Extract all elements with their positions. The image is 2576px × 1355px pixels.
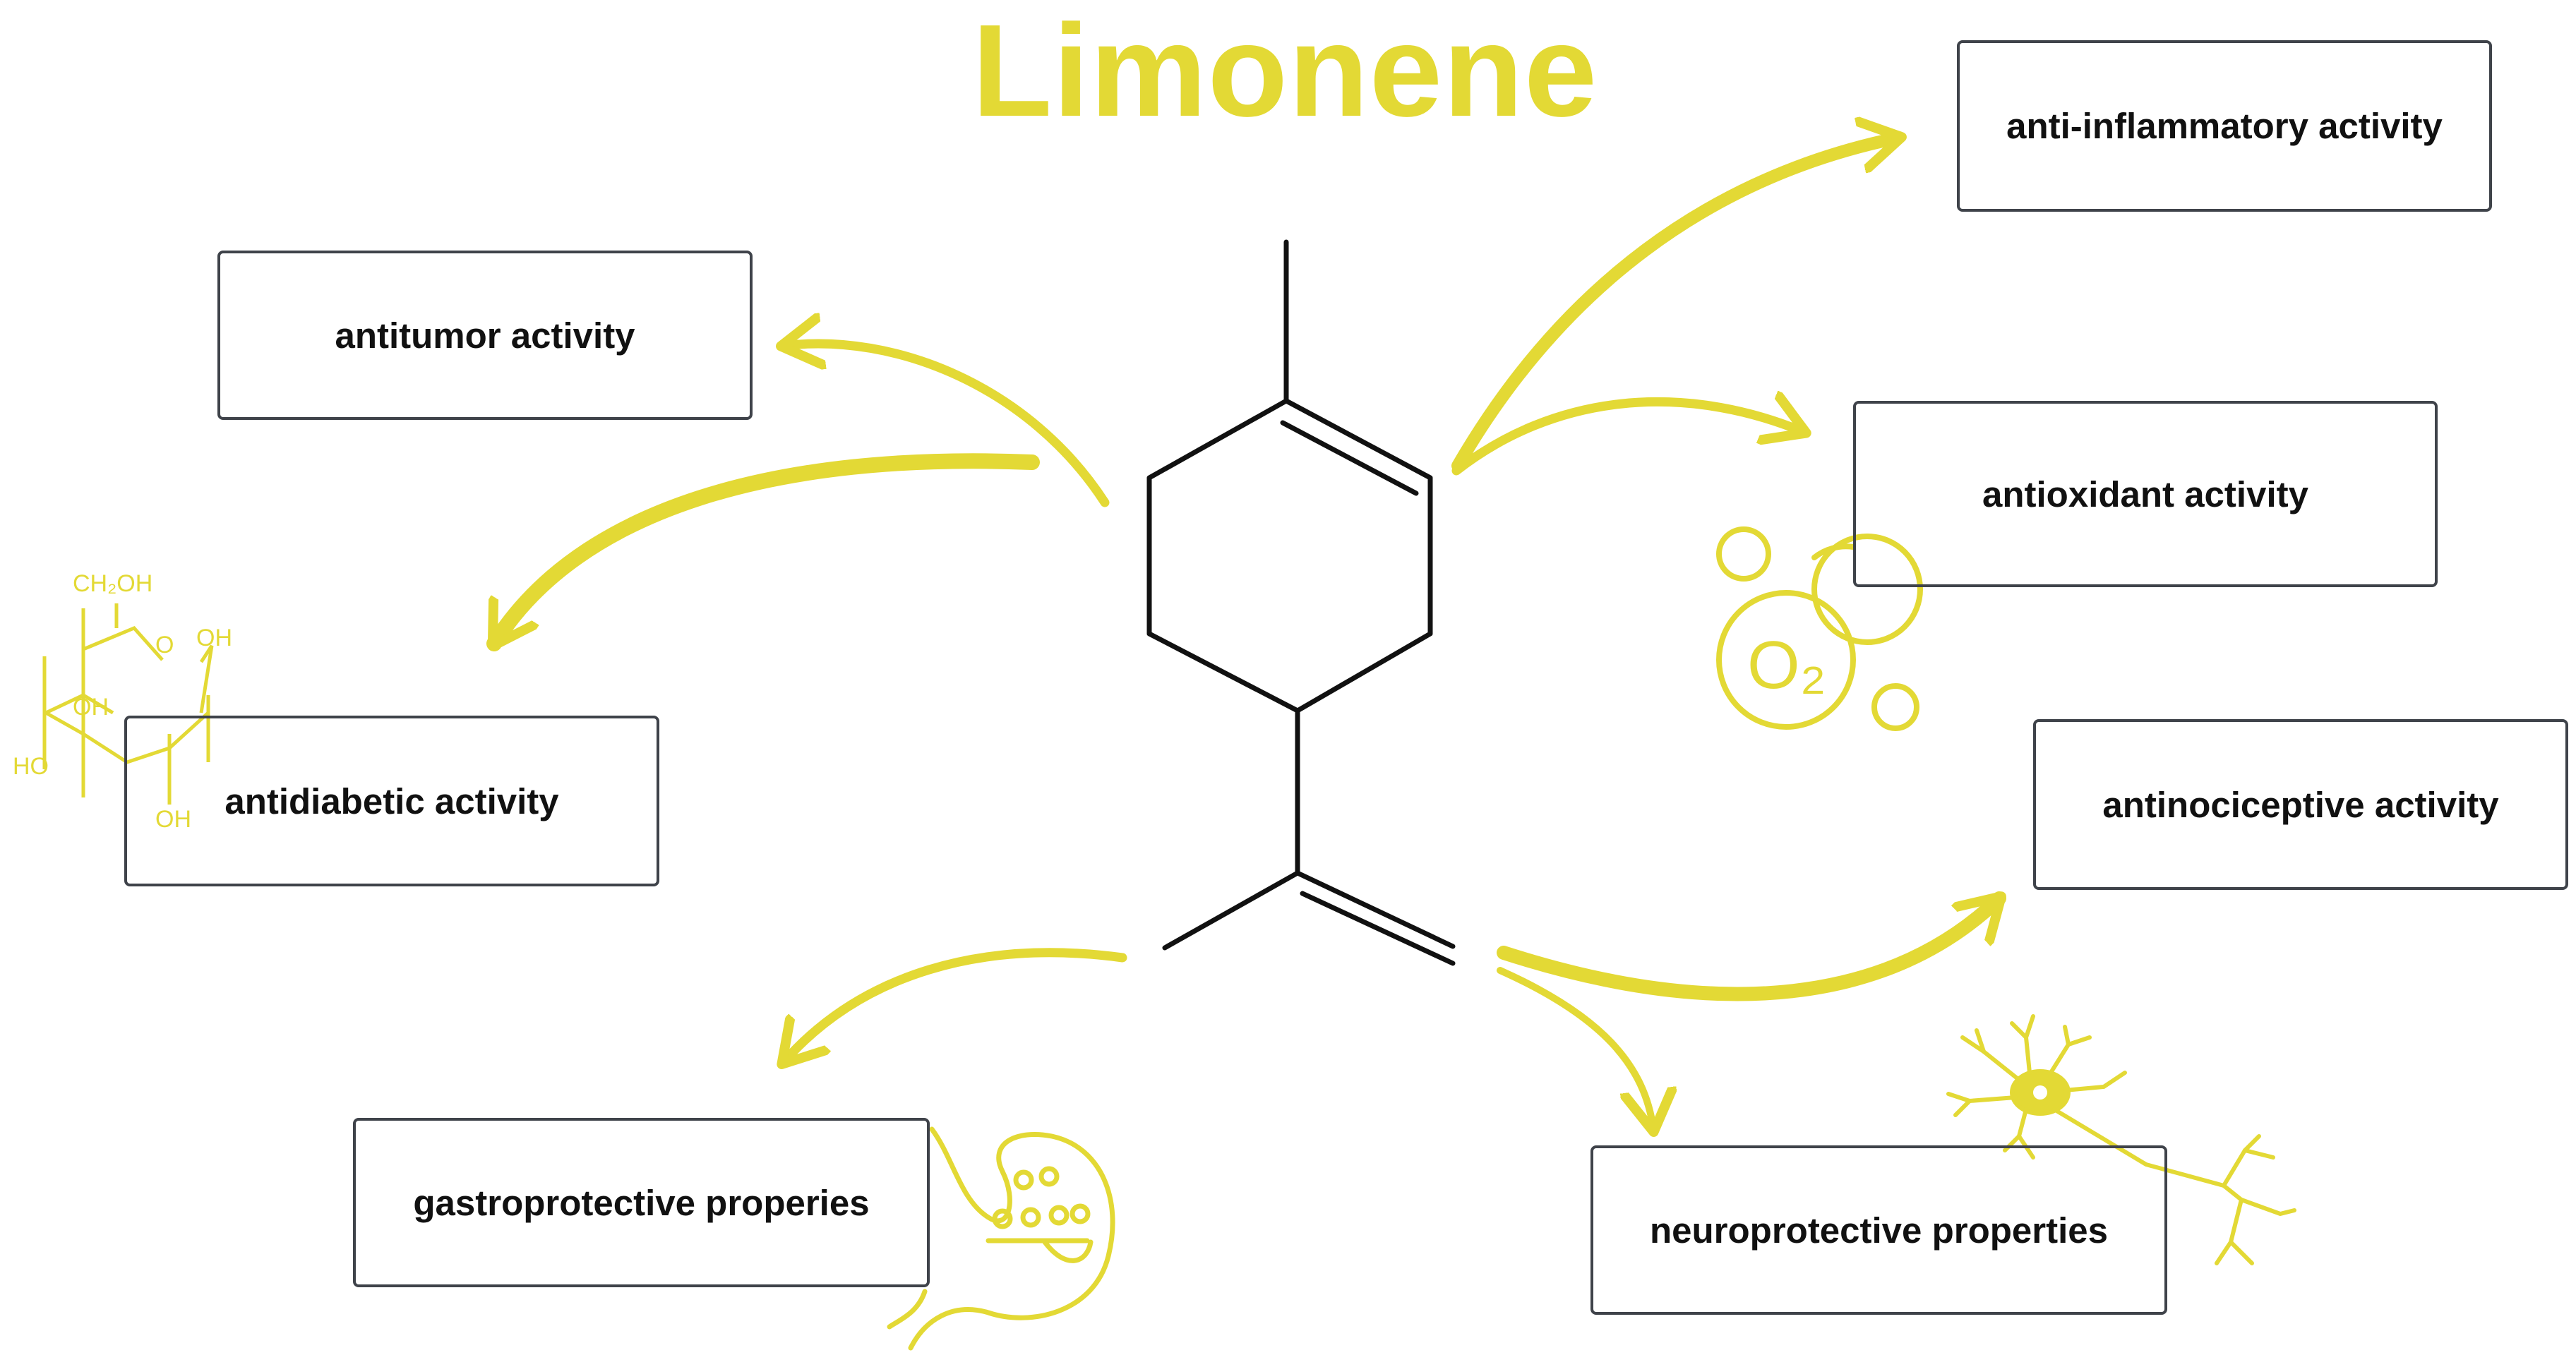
glucose-oh-label-1: OH	[196, 625, 232, 651]
oxygen-bubbles-icon	[1716, 526, 1923, 731]
activity-box-antioxidant: antioxidant activity	[1853, 401, 2438, 587]
arrow-to-antitumor	[784, 344, 1110, 507]
glucose-oh-label-3: OH	[155, 806, 191, 833]
glucose-ring-o-label: O	[155, 632, 174, 658]
activity-box-antidiabetic: antidiabetic activity	[124, 716, 659, 886]
arrow-to-antinociceptive	[1497, 891, 2006, 1001]
activity-box-gastroprotective: gastroprotective properies	[353, 1118, 930, 1287]
activity-box-anti-inflammatory: anti-inflammatory activity	[1957, 40, 2492, 212]
arrow-to-gastroprotective	[784, 948, 1127, 1062]
activity-box-antitumor: antitumor activity	[217, 251, 753, 420]
stomach-icon	[887, 1126, 1115, 1351]
glucose-icon	[42, 603, 214, 805]
activity-box-neuroprotective: neuroprotective properties	[1590, 1145, 2167, 1315]
activity-box-antinociceptive: antinociceptive activity	[2033, 719, 2568, 890]
glucose-oh-label-2: OH	[73, 694, 109, 721]
arrow-to-neuroprotective	[1497, 967, 1653, 1129]
arrow-to-anti-inflammatory	[1451, 138, 1899, 472]
glucose-ho-label: HO	[13, 753, 49, 780]
page-title: Limonene	[971, 0, 1598, 144]
limonene-structure-icon	[1146, 239, 1456, 966]
arrow-to-antioxidant	[1451, 402, 1804, 476]
oxygen-label: O₂	[1747, 627, 1826, 703]
arrow-to-antidiabetic	[486, 453, 1040, 651]
arrows	[486, 138, 2006, 1129]
glucose-ch2oh-label: CH₂OH	[73, 570, 152, 597]
